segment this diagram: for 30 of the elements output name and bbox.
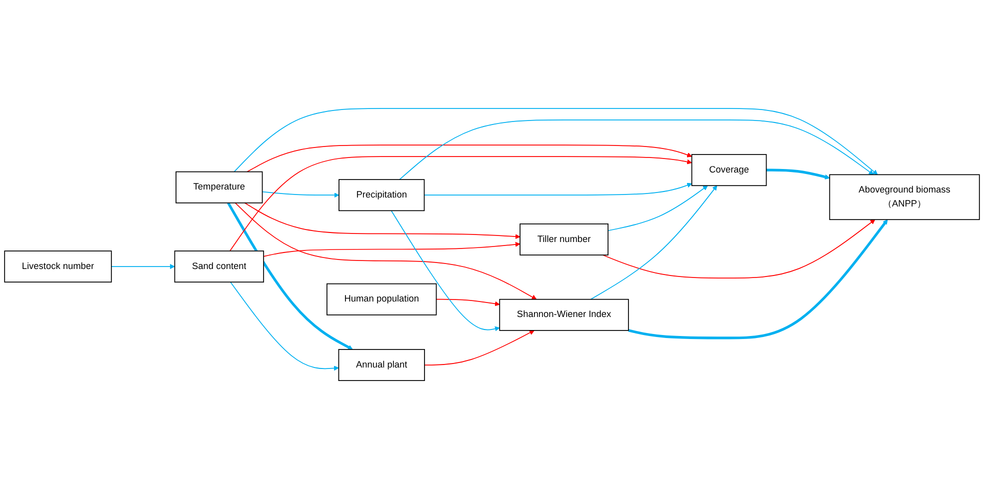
node-box: Aboveground biomass（ANPP） xyxy=(829,174,980,220)
arrow xyxy=(424,330,534,366)
arrow xyxy=(227,202,353,350)
node-box: Livestock number xyxy=(4,250,112,283)
arrow xyxy=(234,108,878,175)
node-box: Sand content xyxy=(174,250,264,283)
arrow xyxy=(602,219,876,278)
node-box: Precipitation xyxy=(338,179,425,212)
arrow xyxy=(424,182,692,196)
arrow xyxy=(244,202,520,240)
arrow xyxy=(590,185,718,300)
arrow xyxy=(608,185,708,232)
node-box: Coverage xyxy=(691,154,767,186)
arrow xyxy=(246,144,692,172)
node-box: Shannon-Wiener Index xyxy=(499,298,629,331)
arrow xyxy=(229,156,692,252)
arrow xyxy=(436,298,500,306)
arrow xyxy=(110,264,175,270)
arrow xyxy=(230,282,339,371)
node-box: Temperature xyxy=(176,171,263,204)
arrow xyxy=(263,242,520,257)
arrow xyxy=(234,202,537,300)
arrow xyxy=(262,191,340,198)
node-box: Human population xyxy=(326,283,437,316)
node-box: Annual plant xyxy=(338,349,425,381)
arrow xyxy=(628,219,888,340)
arrow xyxy=(766,168,830,180)
arrow xyxy=(399,120,874,180)
node-box: Tiller number xyxy=(520,223,608,256)
arrow xyxy=(390,210,500,332)
